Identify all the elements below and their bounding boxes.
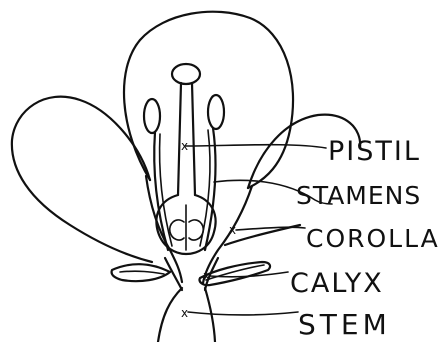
stem-right	[205, 288, 215, 342]
anther-left	[144, 99, 160, 133]
stigma	[172, 64, 200, 84]
anther-right	[208, 95, 224, 129]
label-calyx: CALYX	[290, 268, 384, 299]
corolla-leader	[236, 227, 305, 230]
ovule-right	[189, 220, 203, 240]
ovule-left	[170, 220, 184, 240]
left-petal	[12, 97, 152, 262]
sepal-left-vein	[120, 271, 164, 274]
stem-leader	[188, 312, 298, 315]
label-stem: STEM	[298, 308, 391, 341]
pistil-leader	[186, 145, 326, 148]
label-pistil: PISTIL	[328, 136, 421, 167]
label-stamens: STAMENS	[296, 181, 421, 210]
corolla-marker: x	[229, 223, 236, 237]
calyx-marker: x	[203, 269, 210, 283]
label-corolla: COROLLA	[306, 224, 440, 253]
pistil-marker: x	[181, 139, 188, 153]
stem-left	[158, 288, 182, 342]
stem-marker: x	[181, 306, 188, 320]
style-right	[192, 83, 195, 195]
